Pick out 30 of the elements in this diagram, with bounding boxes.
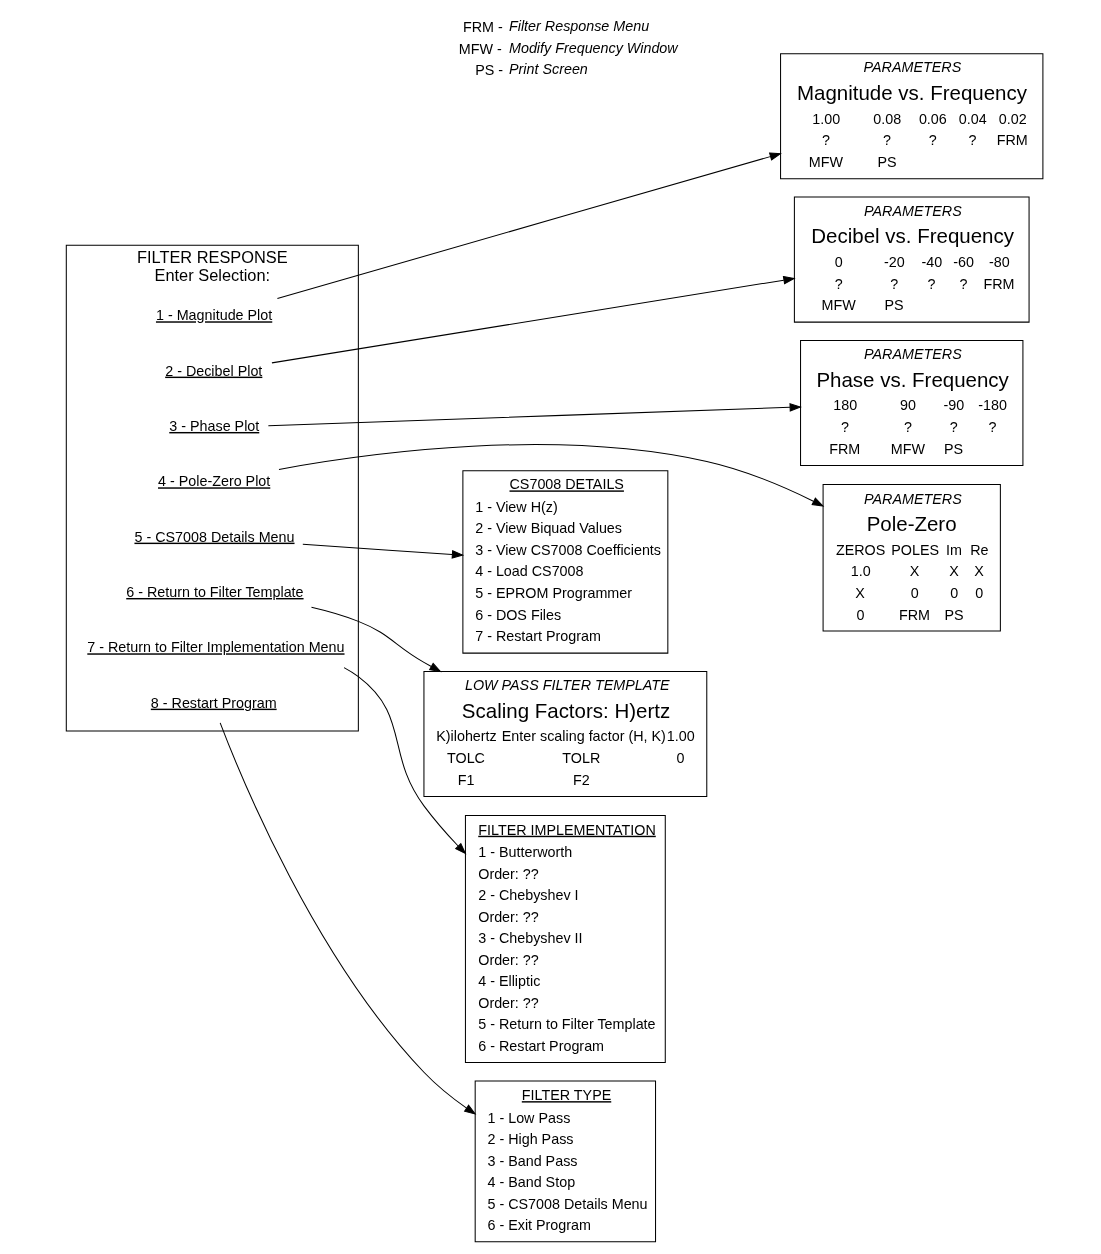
node-box: PARAMETERS Phase vs. Frequency 180 90 -90 -180 ? ? ? ? FRM MFW PS xyxy=(800,340,1024,467)
arrow xyxy=(302,543,465,559)
label: Print Screen xyxy=(509,61,588,78)
arrow xyxy=(310,606,442,673)
arrow xyxy=(276,152,782,300)
node-text: 6 - Return to Filter Template xyxy=(126,583,304,600)
label: Filter Response Menu xyxy=(509,18,650,35)
node-text: 5 - CS7008 Details Menu xyxy=(134,528,295,545)
label: PS - xyxy=(475,62,504,79)
node-box: PARAMETERS Pole-Zero ZEROS POLES Im Re 1.0 X X X X 0 0 0 0 FRM PS xyxy=(822,484,1001,632)
node-text: 1 - Magnitude Plot xyxy=(155,307,273,324)
node-box: PARAMETERS Decibel vs. Frequency 0 -20 -40 -60 -80 ? ? ? ? FRM MFW PS xyxy=(793,196,1030,323)
arrow xyxy=(267,403,802,427)
label: MFW - xyxy=(458,40,502,57)
node-text: 3 - Phase Plot xyxy=(169,417,260,434)
arrow xyxy=(271,275,796,364)
arrow xyxy=(219,722,477,1115)
node-text: 2 - Decibel Plot xyxy=(165,362,263,379)
node-box: LOW PASS FILTER TEMPLATE Scaling Factors: H)ertz K)ilohertz Enter scaling factor (H, K)1.00 TOLC TOLR 0 F1 F2 xyxy=(423,671,708,798)
arrow xyxy=(343,667,467,855)
label: FRM - xyxy=(462,19,503,36)
node-box: FILTER TYPE 1 - Low Pass 2 - High Pass 3 - Band Pass 4 - Band Stop 5 - CS7008 Details Menu 6 - Exit Program xyxy=(474,1080,657,1243)
node-text: 7 - Return to Filter Implementation Menu xyxy=(87,639,345,656)
label: Modify Frequency Window xyxy=(509,39,678,56)
node-box: PARAMETERS Magnitude vs. Frequency 1.00 0.08 0.06 0.04 0.02 ? ? ? ? FRM MFW PS xyxy=(780,53,1044,180)
node-box: FILTER IMPLEMENTATION 1 - Butterworth Order: ?? 2 - Chebyshev I Order: ?? 3 - Chebyshev II Order: ?? 4 - Elliptic Order: ?? 5 - Return to Filter Template 6 - Restart Program xyxy=(464,815,666,1064)
node-text: 4 - Pole-Zero Plot xyxy=(158,473,271,490)
node-text: 8 - Restart Program xyxy=(150,694,277,711)
node-box: CS7008 DETAILS 1 - View H(z) 2 - View Biquad Values 3 - View CS7008 Coefficients 4 - Load CS7008 5 - EPROM Programmer 6 - DOS Files 7 - Restart Program xyxy=(462,470,669,654)
arrow xyxy=(278,444,825,507)
